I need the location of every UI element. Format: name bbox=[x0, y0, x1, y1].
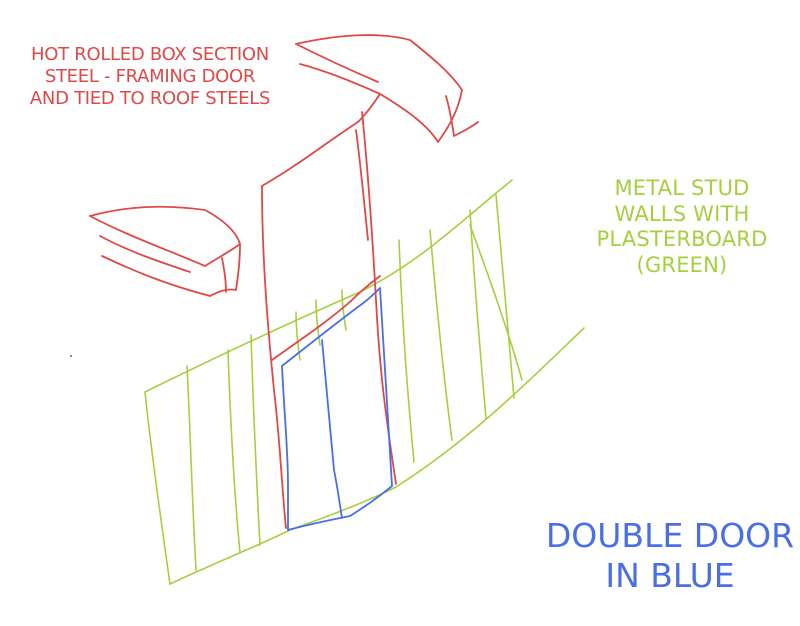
door-head-steel bbox=[271, 275, 381, 361]
steel-label: HOT ROLLED BOX SECTION STEEL - FRAMING D… bbox=[0, 44, 300, 110]
wall-stud bbox=[469, 209, 487, 419]
roof-steel-left bbox=[99, 235, 191, 273]
steel-column-mid bbox=[355, 129, 369, 241]
wall-stud bbox=[429, 229, 453, 441]
wall-left-edge bbox=[144, 391, 171, 585]
roof-steel-upper bbox=[295, 43, 379, 83]
door-outline bbox=[281, 365, 289, 531]
wall-stud bbox=[186, 365, 197, 571]
wall-stud bbox=[227, 349, 241, 554]
steel-frame bbox=[89, 34, 479, 529]
wall-stud bbox=[495, 194, 515, 399]
double-door bbox=[281, 287, 393, 531]
wall-stud bbox=[295, 311, 301, 361]
door-meeting-stile bbox=[321, 339, 343, 519]
wall-stud bbox=[250, 334, 261, 546]
wall-stud bbox=[469, 224, 523, 381]
roof-steel-upper bbox=[295, 34, 463, 91]
steel-label-line: AND TIED TO ROOF STEELS bbox=[29, 87, 271, 109]
roof-steel-upper bbox=[445, 95, 479, 137]
steel-label-line: STEEL - FRAMING DOOR bbox=[44, 65, 256, 87]
steel-column-left bbox=[261, 185, 287, 529]
wall-stud bbox=[315, 299, 321, 346]
walls-label-line: METAL STUD bbox=[614, 176, 750, 200]
door-label-line: IN BLUE bbox=[605, 556, 735, 596]
steel-column-left bbox=[261, 93, 381, 187]
door-outline bbox=[281, 287, 381, 367]
roof-steel-left bbox=[204, 243, 241, 297]
stray-dot bbox=[70, 355, 72, 357]
door-outline bbox=[379, 287, 393, 487]
door-label: DOUBLE DOOR IN BLUE bbox=[540, 516, 800, 597]
walls-label-line: (GREEN) bbox=[636, 252, 728, 277]
steel-column-right bbox=[361, 111, 397, 485]
walls-label: METAL STUD WALLS WITH PLASTERBOARD (GREE… bbox=[572, 176, 792, 278]
roof-steel-left bbox=[101, 255, 211, 297]
roof-steel-upper bbox=[299, 63, 381, 95]
wall-bottom-edge bbox=[169, 327, 585, 585]
stud-wall bbox=[144, 179, 585, 585]
door-outline bbox=[287, 485, 393, 531]
roof-steel-left bbox=[89, 205, 241, 245]
walls-label-line: PLASTERBOARD bbox=[596, 227, 768, 252]
roof-steel-upper bbox=[379, 89, 463, 143]
wall-stud bbox=[341, 289, 347, 331]
door-label-line: DOUBLE DOOR bbox=[545, 516, 795, 555]
steel-label-line: HOT ROLLED BOX SECTION bbox=[31, 44, 269, 65]
roof-steel-left bbox=[221, 257, 227, 293]
wall-top-edge bbox=[144, 179, 513, 393]
walls-label-line: WALLS WITH bbox=[614, 201, 750, 226]
roof-steel-left bbox=[89, 215, 206, 267]
wall-stud bbox=[398, 239, 415, 463]
